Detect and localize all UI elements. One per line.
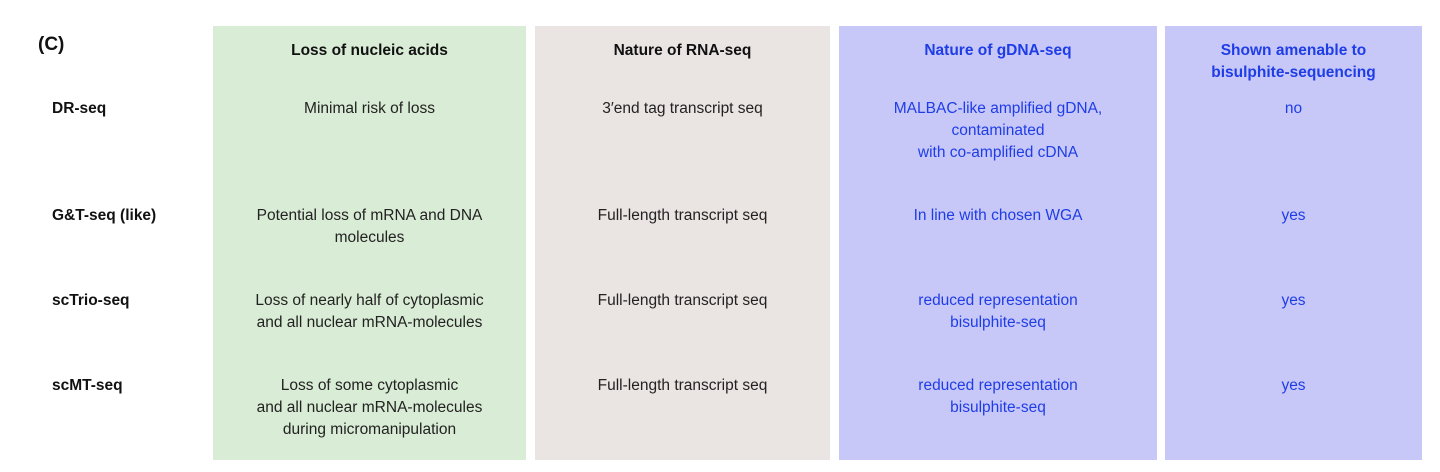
row-label-scmt-seq: scMT-seq xyxy=(52,377,123,394)
cell-sctrio-seq-rna: Full-length transcript seq xyxy=(535,290,830,312)
cell-scmt-seq-rna: Full-length transcript seq xyxy=(535,375,830,397)
cell-line: contaminated xyxy=(951,122,1045,139)
cell-line: Full-length transcript seq xyxy=(597,207,768,224)
header-bisulphite-line-1: Shown amenable to xyxy=(1220,42,1367,59)
gdna-column-background xyxy=(839,26,1157,460)
cell-sctrio-seq-gdna: reduced representation bisulphite-seq xyxy=(839,290,1157,334)
cell-line: Loss of nearly half of cytoplasmic xyxy=(255,292,484,309)
cell-line: 3′end tag transcript seq xyxy=(602,100,763,117)
cell-line: during micromanipulation xyxy=(282,421,457,438)
header-loss-text: Loss of nucleic acids xyxy=(291,42,448,59)
cell-line: yes xyxy=(1281,377,1306,394)
header-bisulphite: Shown amenable to bisulphite-sequencing xyxy=(1165,40,1422,84)
cell-gt-seq-rna: Full-length transcript seq xyxy=(535,205,830,227)
cell-gt-seq-bisulphite: yes xyxy=(1165,205,1422,227)
cell-line: Full-length transcript seq xyxy=(597,292,768,309)
cell-line: Minimal risk of loss xyxy=(304,100,435,117)
cell-line: In line with chosen WGA xyxy=(913,207,1083,224)
cell-scmt-seq-gdna: reduced representation bisulphite-seq xyxy=(839,375,1157,419)
cell-dr-seq-loss: Minimal risk of loss xyxy=(213,98,526,120)
cell-scmt-seq-bisulphite: yes xyxy=(1165,375,1422,397)
cell-dr-seq-bisulphite: no xyxy=(1165,98,1422,120)
cell-line: with co-amplified cDNA xyxy=(917,144,1079,161)
cell-scmt-seq-loss: Loss of some cytoplasmic and all nuclear… xyxy=(213,375,526,441)
cell-line: no xyxy=(1284,100,1303,117)
row-label-gt-seq: G&T-seq (like) xyxy=(52,207,157,224)
cell-line: yes xyxy=(1281,207,1306,224)
panel-label: (C) xyxy=(38,34,65,55)
header-loss: Loss of nucleic acids xyxy=(213,40,526,62)
cell-line: Potential loss of mRNA and DNA xyxy=(256,207,483,224)
cell-gt-seq-gdna: In line with chosen WGA xyxy=(839,205,1157,227)
cell-line: molecules xyxy=(334,229,405,246)
cell-line: and all nuclear mRNA-molecules xyxy=(256,314,483,331)
cell-gt-seq-loss: Potential loss of mRNA and DNA molecules xyxy=(213,205,526,249)
cell-sctrio-seq-bisulphite: yes xyxy=(1165,290,1422,312)
cell-dr-seq-rna: 3′end tag transcript seq xyxy=(535,98,830,120)
header-gdna: Nature of gDNA-seq xyxy=(839,40,1157,62)
bisulphite-column-background xyxy=(1165,26,1422,460)
header-rna: Nature of RNA-seq xyxy=(535,40,830,62)
cell-line: bisulphite-seq xyxy=(950,314,1046,331)
cell-line: reduced representation xyxy=(918,377,1078,394)
cell-line: yes xyxy=(1281,292,1306,309)
rna-column-background xyxy=(535,26,830,460)
header-bisulphite-line-2: bisulphite-sequencing xyxy=(1211,64,1376,81)
header-rna-text: Nature of RNA-seq xyxy=(613,42,752,59)
cell-line: Loss of some cytoplasmic xyxy=(280,377,459,394)
cell-line: MALBAC-like amplified gDNA, xyxy=(893,100,1103,117)
cell-line: and all nuclear mRNA-molecules xyxy=(256,399,483,416)
cell-dr-seq-gdna: MALBAC-like amplified gDNA, contaminated… xyxy=(839,98,1157,164)
header-gdna-text: Nature of gDNA-seq xyxy=(924,42,1072,59)
cell-sctrio-seq-loss: Loss of nearly half of cytoplasmic and a… xyxy=(213,290,526,334)
row-label-sctrio-seq: scTrio-seq xyxy=(52,292,130,309)
loss-column-background xyxy=(213,26,526,460)
cell-line: bisulphite-seq xyxy=(950,399,1046,416)
cell-line: Full-length transcript seq xyxy=(597,377,768,394)
cell-line: reduced representation xyxy=(918,292,1078,309)
row-label-dr-seq: DR-seq xyxy=(52,100,107,117)
